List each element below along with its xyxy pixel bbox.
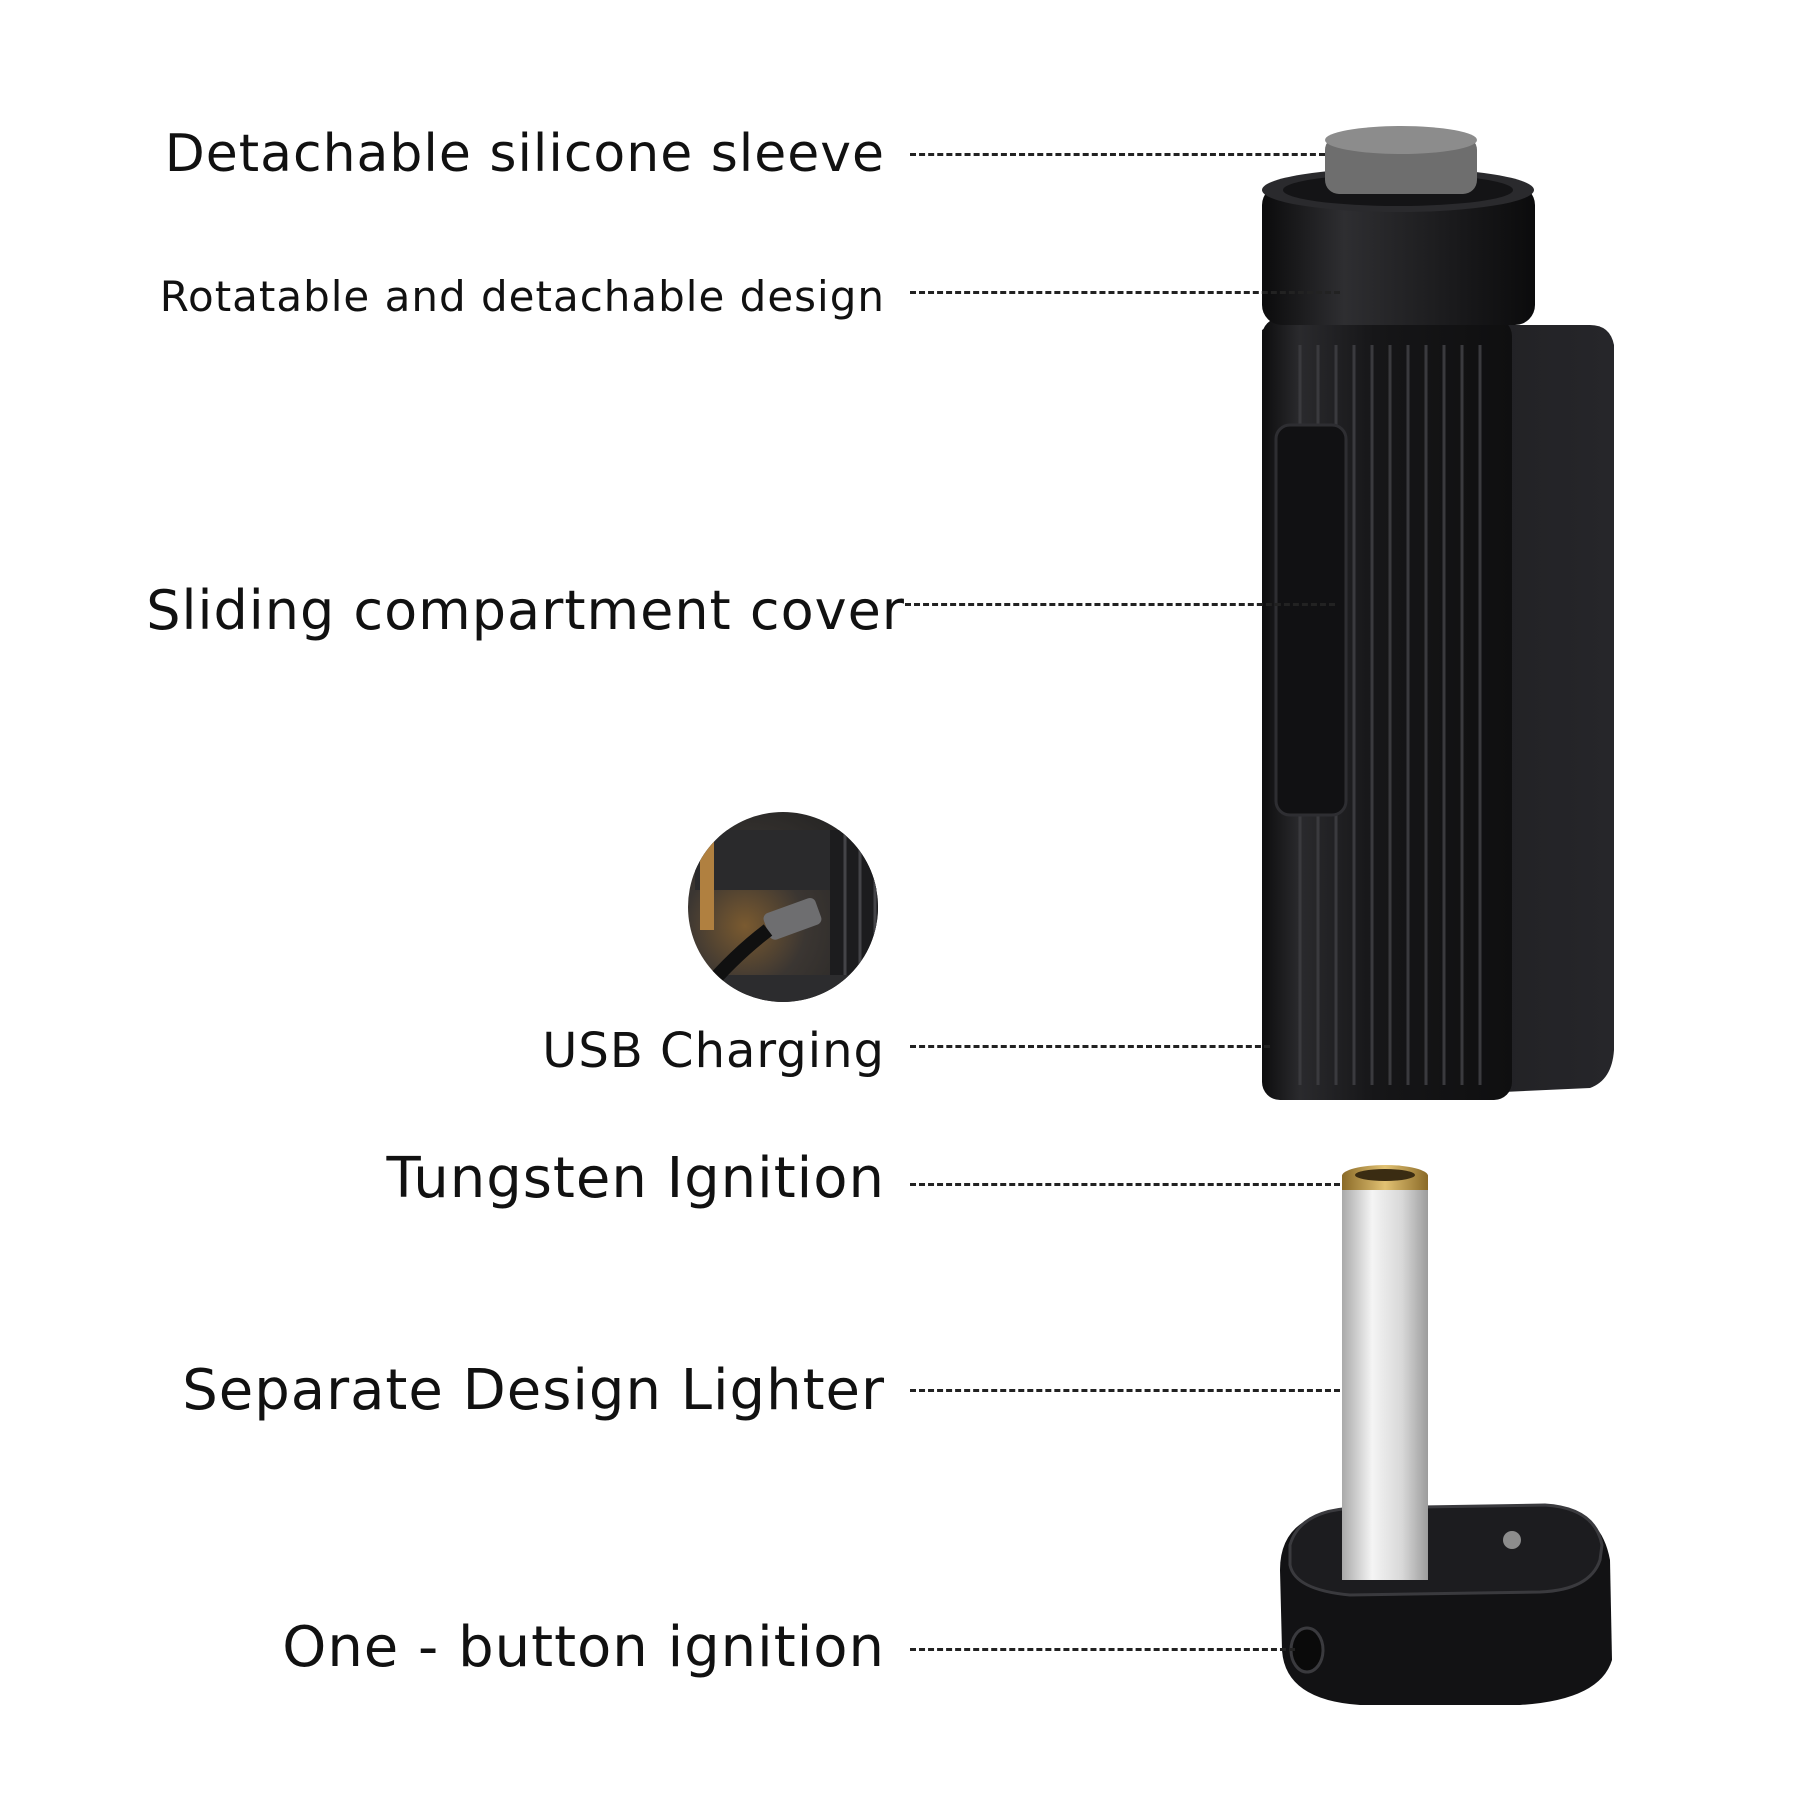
callout-rotatable-design: Rotatable and detachable design bbox=[159, 272, 885, 321]
leader-rotatable-design bbox=[910, 291, 1340, 294]
leader-sliding-cover bbox=[905, 603, 1335, 606]
callout-tungsten-ignition: Tungsten Ignition bbox=[386, 1146, 885, 1211]
lighter-body bbox=[1262, 318, 1614, 1100]
leader-one-button-ignition bbox=[910, 1648, 1295, 1651]
callout-separate-lighter: Separate Design Lighter bbox=[182, 1358, 885, 1423]
leader-usb-charging bbox=[910, 1045, 1270, 1048]
ignition-base bbox=[1280, 1480, 1612, 1705]
leader-tungsten-ignition bbox=[910, 1183, 1340, 1186]
callout-one-button-ignition: One - button ignition bbox=[282, 1615, 885, 1680]
ignition-button-icon bbox=[1289, 1626, 1325, 1674]
silicone-sleeve bbox=[1325, 126, 1477, 194]
leader-separate-lighter bbox=[910, 1389, 1340, 1392]
callout-silicone-sleeve: Detachable silicone sleeve bbox=[164, 124, 885, 184]
callout-usb-charging: USB Charging bbox=[542, 1023, 885, 1079]
leader-silicone-sleeve bbox=[910, 153, 1325, 156]
usb-port-closeup bbox=[688, 812, 878, 1002]
callout-sliding-cover: Sliding compartment cover bbox=[146, 579, 905, 642]
